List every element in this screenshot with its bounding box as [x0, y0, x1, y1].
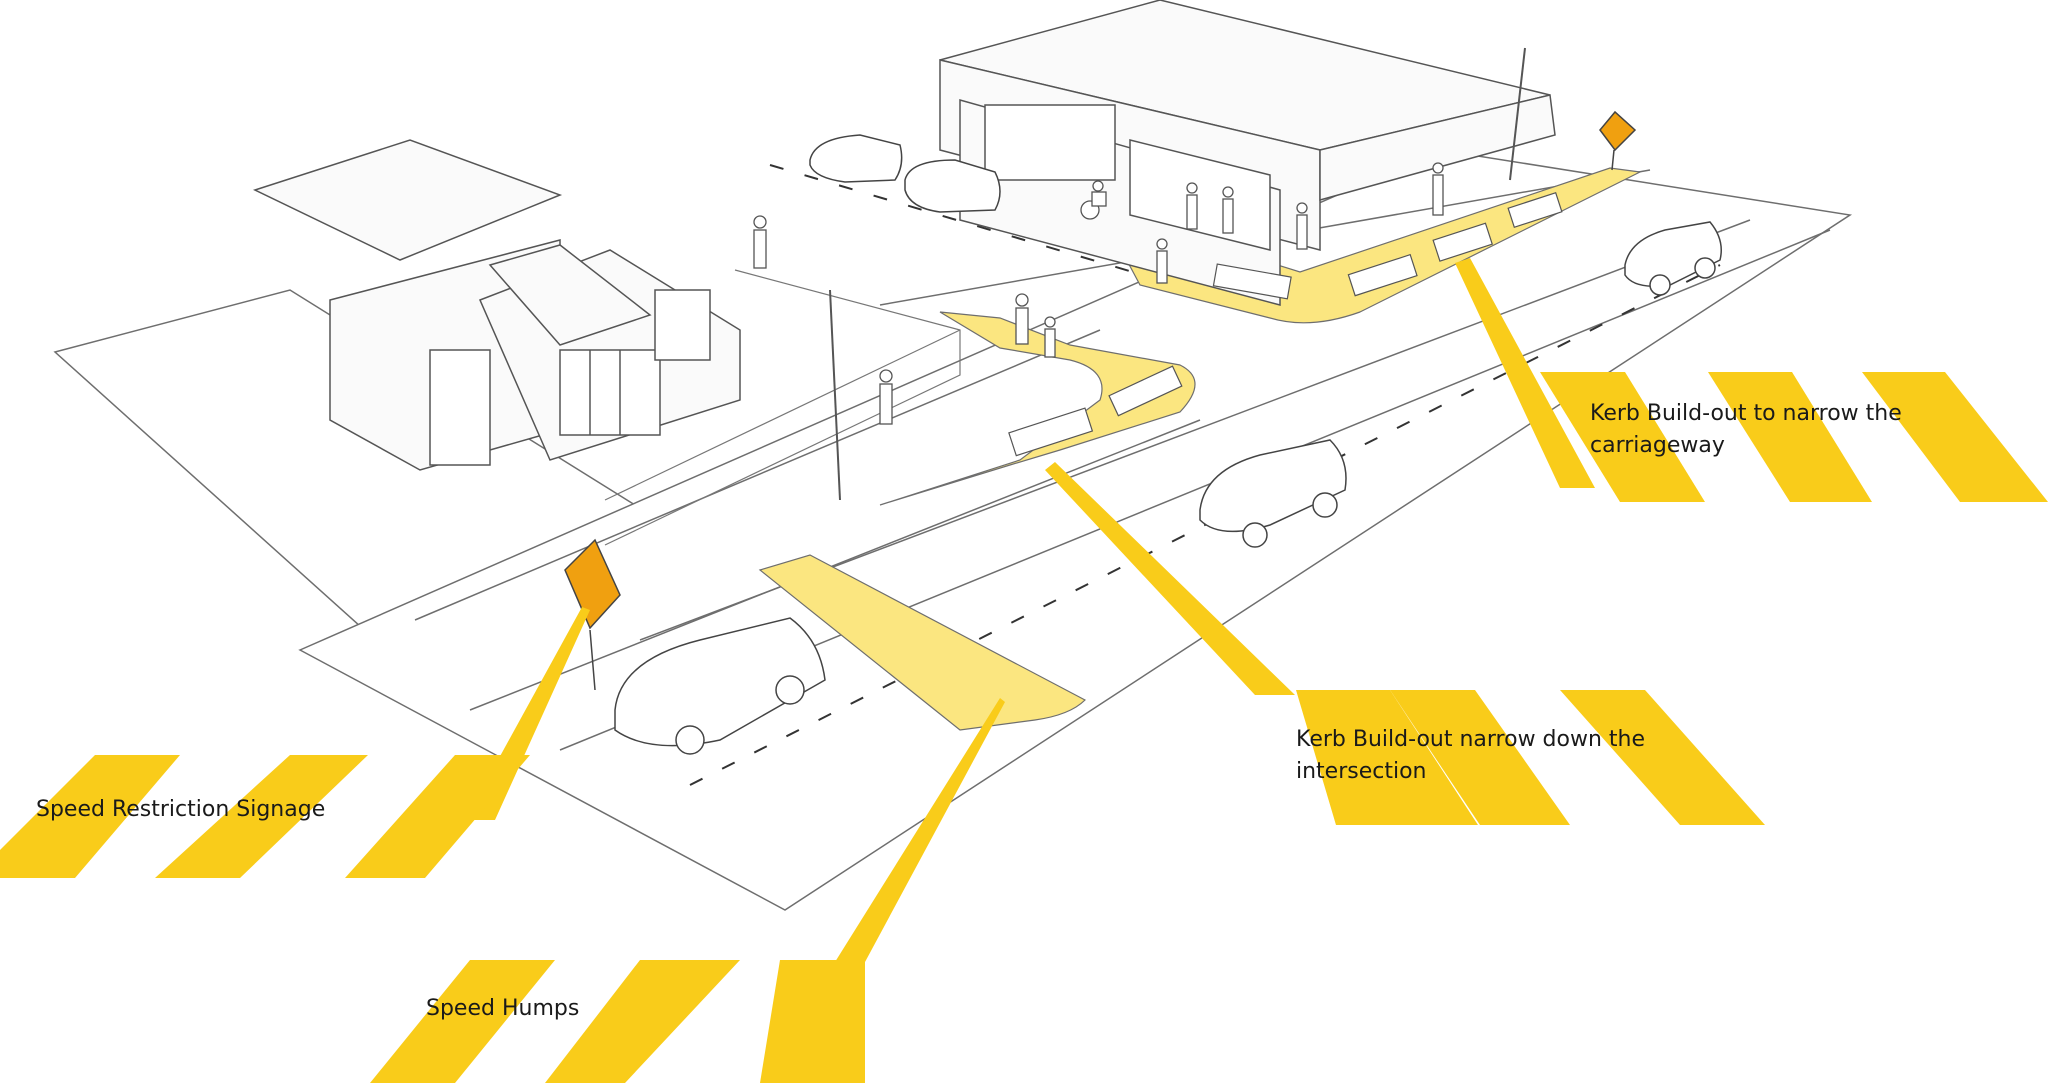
pointer-kerb-carriageway — [1455, 258, 1595, 488]
stripes-kerb-intersection — [1296, 690, 1765, 825]
car-icon — [904, 159, 1001, 213]
cars — [614, 134, 1722, 755]
bench-icon — [1212, 263, 1292, 300]
pointer-kerb-intersection — [1045, 462, 1295, 695]
bench-icon — [1347, 253, 1418, 297]
pointer-speed-humps — [835, 698, 1005, 962]
pedestrian-icon — [1015, 293, 1029, 345]
callout-label-kerb-carriageway: Kerb Build-out to narrow the carriageway — [1590, 401, 1902, 458]
house-left — [252, 139, 741, 471]
car-icon — [1199, 439, 1347, 548]
benches — [1008, 192, 1563, 457]
street-light-icon — [829, 289, 841, 501]
kerb-buildout-corner-left — [879, 311, 1196, 506]
pedestrian-icon — [753, 215, 767, 269]
bench-icon — [1108, 365, 1183, 417]
car-icon — [1624, 221, 1722, 296]
bench-icon — [1008, 407, 1094, 457]
pedestrian-icon — [1432, 162, 1444, 216]
stripes-kerb-carriageway — [1540, 372, 2048, 502]
bench-icon — [1507, 192, 1563, 228]
pedestrians — [753, 162, 1444, 425]
car-icon — [614, 617, 826, 755]
pedestrian-icon — [1186, 182, 1198, 230]
diamond-sign-icon — [1599, 110, 1637, 152]
bench-icon — [1432, 222, 1493, 262]
stripes-speed-humps — [370, 960, 865, 1083]
pedestrian-icon — [1222, 186, 1234, 234]
callout-label-speed-humps: Speed Humps — [426, 996, 580, 1021]
pedestrian-icon — [1296, 202, 1308, 250]
callout-stripes — [0, 372, 2048, 1083]
street-light-icon — [1509, 47, 1526, 181]
callout-label-kerb-intersection: Kerb Build-out narrow down the intersect… — [1296, 727, 1646, 784]
callout-label-speed-signage: Speed Restriction Signage — [36, 797, 326, 822]
pedestrian-icon — [879, 369, 893, 425]
street-lights — [829, 47, 1526, 501]
fence — [604, 269, 961, 546]
pedestrian-icon — [1156, 238, 1168, 284]
stripes-speed-signage — [0, 755, 530, 878]
pedestrian-icon — [1044, 316, 1056, 358]
car-icon — [809, 134, 903, 183]
wheelchair-user-icon — [1080, 180, 1107, 220]
speed-hump — [758, 554, 1087, 731]
